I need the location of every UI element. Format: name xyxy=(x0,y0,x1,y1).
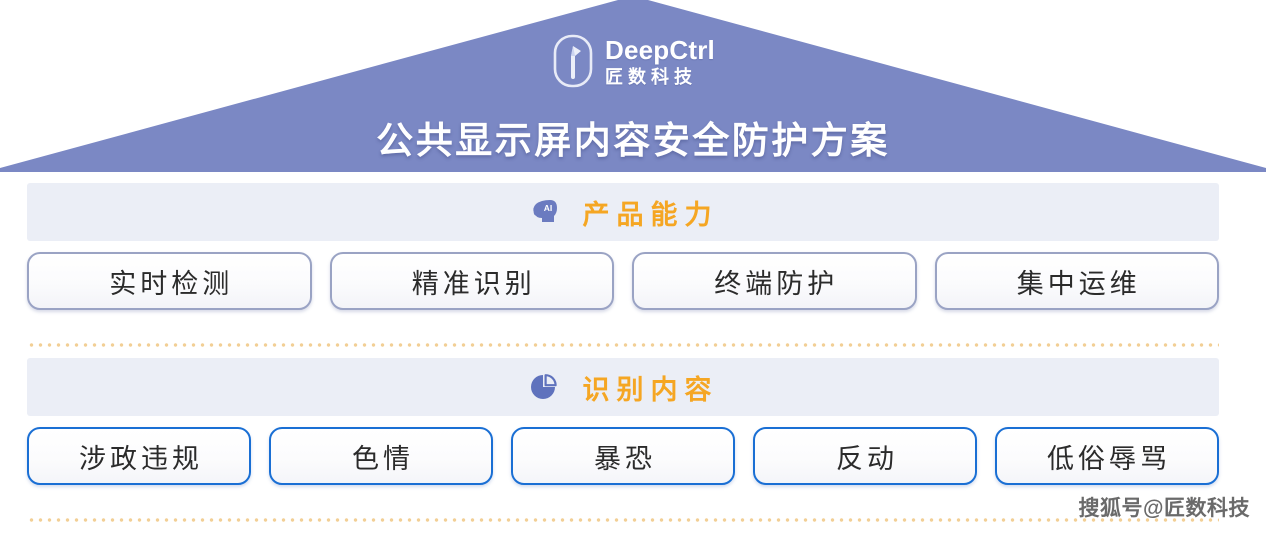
section-title-recognition-content: 识别内容 xyxy=(582,374,719,405)
content-pill-label: 反动 xyxy=(836,443,898,474)
capability-pill-row: 实时检测 精准识别 终端防护 集中运维 xyxy=(27,252,1219,310)
section-title-capability: 产品能力 xyxy=(582,199,719,230)
content-pill-vulgar-abuse[interactable]: 低俗辱骂 xyxy=(995,427,1219,485)
capability-pill-label: 精准识别 xyxy=(411,268,536,299)
content-pill-label: 色情 xyxy=(352,443,414,474)
content-pill-pornography[interactable]: 色情 xyxy=(269,427,493,485)
watermark: 搜狐号@匠数科技 xyxy=(1078,497,1250,520)
capability-pill-accurate-recognition[interactable]: 精准识别 xyxy=(329,252,614,310)
content-pill-label: 低俗辱骂 xyxy=(1047,443,1171,474)
dotted-divider-bottom xyxy=(27,518,1219,522)
capability-pill-centralized-ops[interactable]: 集中运维 xyxy=(934,252,1219,310)
content-pill-political-violation[interactable]: 涉政违规 xyxy=(27,427,251,485)
section-header-capability: AI 产品能力 xyxy=(27,183,1219,241)
capability-pill-terminal-protection[interactable]: 终端防护 xyxy=(632,252,917,310)
roof-triangle-shape xyxy=(0,0,1266,172)
section-recognition-content: 识别内容 涉政违规 色情 暴恐 反动 低俗辱骂 xyxy=(27,358,1219,485)
capability-pill-label: 实时检测 xyxy=(109,268,234,299)
content-pill-label: 涉政违规 xyxy=(79,443,203,474)
section-header-recognition-content: 识别内容 xyxy=(27,358,1219,416)
pie-chart-icon xyxy=(530,374,557,399)
content-pill-reactionary[interactable]: 反动 xyxy=(753,427,977,485)
content-pill-label: 暴恐 xyxy=(594,443,656,474)
capability-pill-realtime-detection[interactable]: 实时检测 xyxy=(27,252,312,310)
capability-pill-label: 终端防护 xyxy=(714,268,839,299)
roof-banner: DeepCtrl 匠数科技 公共显示屏内容安全防护方案 xyxy=(0,0,1266,172)
ai-head-icon: AI xyxy=(532,200,557,222)
capability-pill-label: 集中运维 xyxy=(1016,268,1141,299)
dotted-divider-top xyxy=(27,343,1219,347)
content-pill-terrorism[interactable]: 暴恐 xyxy=(511,427,735,485)
section-capability: AI 产品能力 实时检测 精准识别 终端防护 集中运维 xyxy=(27,183,1219,310)
svg-text:AI: AI xyxy=(543,203,552,213)
page-title: 公共显示屏内容安全防护方案 xyxy=(376,120,890,161)
content-pill-row: 涉政违规 色情 暴恐 反动 低俗辱骂 xyxy=(27,427,1219,485)
